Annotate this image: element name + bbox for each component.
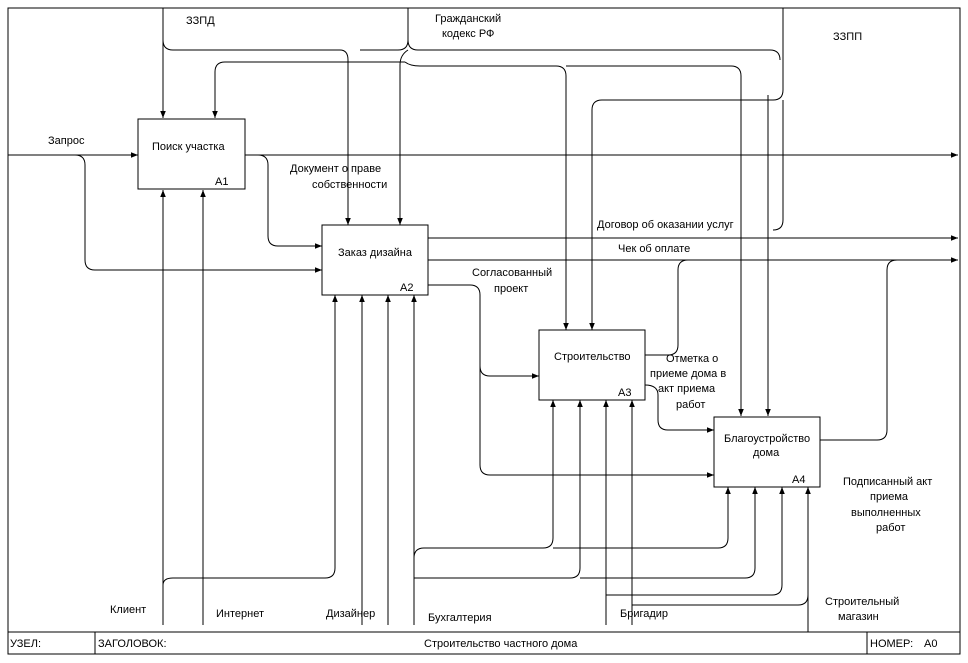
footer-number-value: A0 xyxy=(924,638,937,650)
label-signed-act-line4: работ xyxy=(876,522,905,534)
label-acceptance-mark-line2: приеме дома в xyxy=(650,368,726,380)
footer: УЗЕЛ: ЗАГОЛОВОК: Строительство частного … xyxy=(10,638,937,650)
label-civil-code-line1: Гражданский xyxy=(435,13,501,25)
label-acceptance-mark-line4: работ xyxy=(676,399,705,411)
block-a4-code: A4 xyxy=(792,474,805,486)
block-a2[interactable]: Заказ дизайна A2 xyxy=(321,224,429,296)
label-client: Клиент xyxy=(110,604,146,616)
label-approved-project-line1: Согласованный xyxy=(472,267,552,279)
block-a2-code: A2 xyxy=(400,282,413,294)
label-approved-project-line2: проект xyxy=(494,283,528,295)
block-a4[interactable]: Благоустройство дома A4 xyxy=(713,416,821,488)
block-a2-name: Заказ дизайна xyxy=(338,247,413,259)
mechanism-labels: Клиент Интернет Дизайнер Бухгалтерия Бри… xyxy=(110,596,899,624)
label-ownership-doc-line2: собственности xyxy=(312,179,387,191)
flow-labels: Документ о праве собственности Договор о… xyxy=(290,163,932,534)
label-zzpd: ЗЗПД xyxy=(186,15,215,27)
label-designer: Дизайнер xyxy=(326,608,375,620)
label-accounting: Бухгалтерия xyxy=(428,612,492,624)
label-internet: Интернет xyxy=(216,608,264,620)
label-ownership-doc-line1: Документ о праве xyxy=(290,163,381,175)
label-store-line2: магазин xyxy=(838,611,879,623)
control-arrows xyxy=(160,8,784,416)
label-zzpp: ЗЗПП xyxy=(833,31,862,43)
label-foreman: Бригадир xyxy=(620,608,668,620)
label-request: Запрос xyxy=(48,135,85,147)
input-arrows xyxy=(8,152,958,478)
block-a3-code: A3 xyxy=(618,387,631,399)
label-service-contract: Договор об оказании услуг xyxy=(597,219,734,231)
footer-node-label: УЗЕЛ: xyxy=(10,638,41,650)
block-a4-name-line1: Благоустройство xyxy=(724,433,810,445)
block-a1-name: Поиск участка xyxy=(152,141,225,153)
footer-title-label: ЗАГОЛОВОК: xyxy=(98,638,167,650)
label-signed-act-line3: выполненных xyxy=(851,507,921,519)
label-payment-receipt: Чек об оплате xyxy=(618,243,690,255)
footer-number-label: НОМЕР: xyxy=(870,638,913,650)
block-a3-name: Строительство xyxy=(554,351,631,363)
block-a3[interactable]: Строительство A3 xyxy=(538,329,646,401)
block-a4-name-line2: дома xyxy=(753,447,780,459)
label-store-line1: Строительный xyxy=(825,596,899,608)
label-acceptance-mark-line1: Отметка о xyxy=(666,353,718,365)
label-acceptance-mark-line3: акт приема xyxy=(658,383,716,395)
label-signed-act-line1: Подписанный акт xyxy=(843,476,932,488)
footer-title-value: Строительство частного дома xyxy=(424,638,578,650)
block-a1-code: A1 xyxy=(215,176,228,188)
label-civil-code-line2: кодекс РФ xyxy=(442,28,494,40)
control-labels: ЗЗПД Гражданский кодекс РФ ЗЗПП xyxy=(186,13,862,43)
label-signed-act-line2: приема xyxy=(870,491,909,503)
diagram-frame xyxy=(7,7,961,655)
mechanism-arrows xyxy=(160,190,811,632)
input-labels: Запрос xyxy=(48,135,85,147)
block-a1[interactable]: Поиск участка A1 xyxy=(137,118,246,190)
